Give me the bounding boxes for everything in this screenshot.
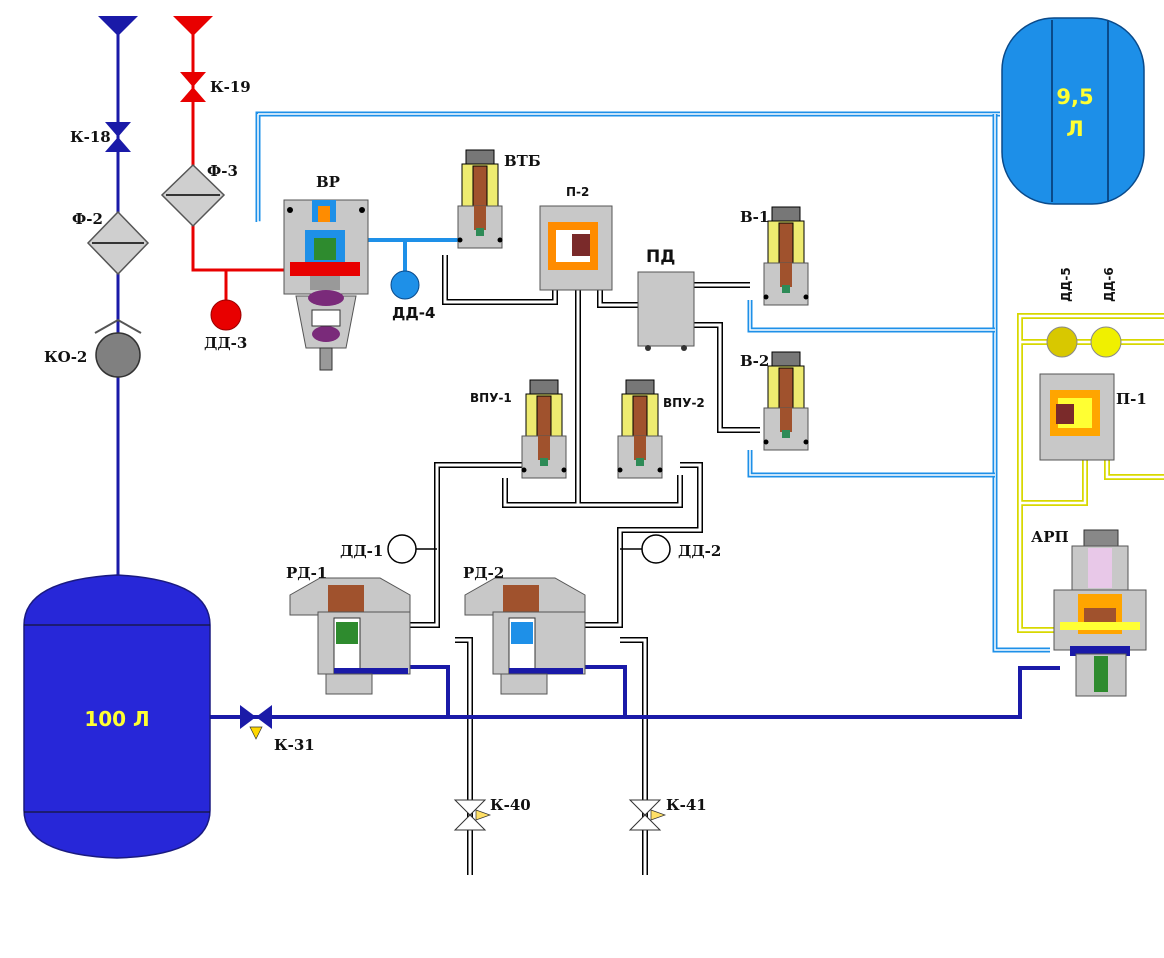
- label-k41: К-41: [666, 796, 707, 814]
- check-valve-ko2[interactable]: [94, 318, 142, 378]
- label-vpu1: ВПУ-1: [470, 391, 512, 405]
- label-v1: В-1: [740, 208, 769, 226]
- device-pd[interactable]: [637, 271, 695, 351]
- solenoid-vtb[interactable]: [457, 149, 503, 249]
- label-rd1: РД-1: [286, 564, 327, 582]
- tank-line-top: [255, 111, 1000, 222]
- label-f3: Ф-3: [207, 162, 238, 180]
- valve-k31[interactable]: [240, 705, 272, 740]
- red-inlet-icon: [173, 16, 213, 36]
- sensor-dd6: [1090, 326, 1122, 358]
- device-vr[interactable]: [283, 199, 369, 371]
- valve-k19[interactable]: [180, 72, 206, 102]
- label-dd2: ДД-2: [678, 542, 721, 560]
- main-tank-100l: 100 Л: [23, 574, 211, 859]
- main-tank-label: 100 Л: [84, 707, 149, 731]
- sensor-dd4: [390, 270, 420, 300]
- label-vr: ВР: [316, 173, 340, 191]
- label-k18: К-18: [70, 128, 111, 146]
- label-ko2: КО-2: [44, 348, 87, 366]
- device-p1[interactable]: [1039, 373, 1115, 461]
- valve-k18[interactable]: [105, 122, 131, 152]
- regulator-rd1[interactable]: [289, 577, 411, 695]
- label-v2: В-2: [740, 352, 769, 370]
- valve-k41[interactable]: [628, 799, 667, 831]
- solenoid-v1[interactable]: [763, 206, 809, 306]
- label-k40: К-40: [490, 796, 531, 814]
- label-dd1: ДД-1: [340, 542, 383, 560]
- regulator-rd2[interactable]: [464, 577, 586, 695]
- red-supply-line: [191, 28, 300, 272]
- label-dd5: ДД-5: [1059, 267, 1073, 302]
- label-k31: К-31: [274, 736, 315, 754]
- label-dd6: ДД-6: [1102, 267, 1116, 302]
- label-arp: АРП: [1031, 528, 1069, 546]
- filter-f3[interactable]: [160, 163, 226, 228]
- pipelines: [116, 28, 1164, 875]
- small-tank-unit: Л: [1066, 117, 1083, 141]
- label-p1: П-1: [1116, 390, 1147, 408]
- solenoid-vpu1[interactable]: [521, 379, 567, 479]
- label-vtb: ВТБ: [504, 152, 541, 170]
- small-tank-9-5l: 9,5 Л: [1001, 17, 1145, 205]
- label-p2: П-2: [566, 185, 589, 199]
- sensor-dd1: [387, 534, 417, 564]
- main-tank-line: [210, 666, 1060, 719]
- label-vpu2: ВПУ-2: [663, 396, 705, 410]
- valve-k40[interactable]: [453, 799, 492, 831]
- label-dd3: ДД-3: [204, 334, 247, 352]
- sensor-dd3: [210, 299, 242, 331]
- blue-inlet-icon: [98, 16, 138, 36]
- small-tank-volume: 9,5: [1056, 85, 1093, 109]
- filter-f2[interactable]: [86, 210, 150, 276]
- device-p2[interactable]: [539, 205, 613, 291]
- solenoid-vpu2[interactable]: [617, 379, 663, 479]
- label-k19: К-19: [210, 78, 251, 96]
- label-rd2: РД-2: [463, 564, 504, 582]
- solenoid-v2[interactable]: [763, 351, 809, 451]
- sensor-dd5: [1046, 326, 1078, 358]
- sensor-dd2: [641, 534, 671, 564]
- label-dd4: ДД-4: [392, 304, 435, 322]
- label-f2: Ф-2: [72, 210, 103, 228]
- label-pd: ПД: [646, 247, 675, 267]
- device-arp[interactable]: [1053, 529, 1147, 697]
